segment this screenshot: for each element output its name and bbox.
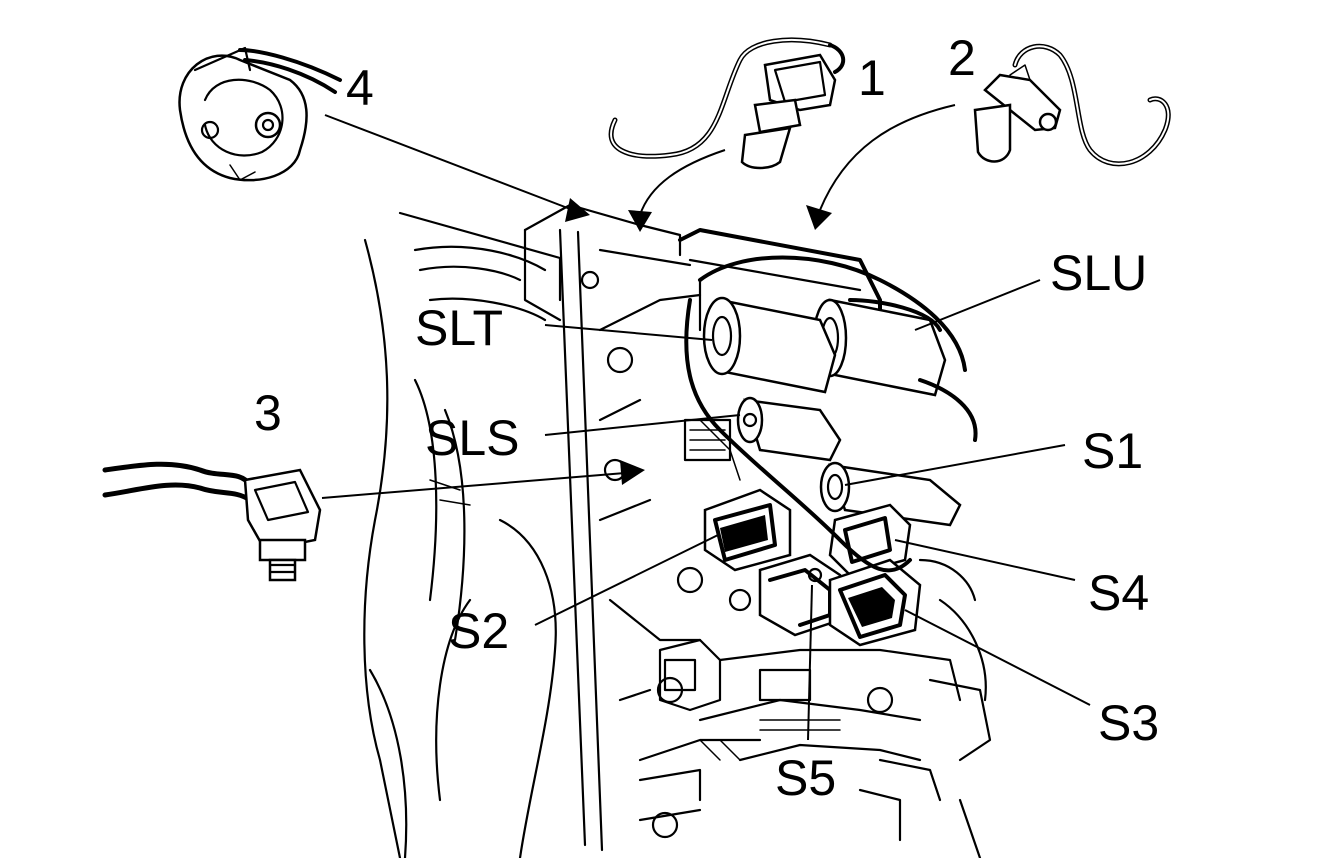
- label-slt: SLT: [415, 300, 503, 356]
- label-s1: S1: [1082, 423, 1143, 479]
- label-s3: S3: [1098, 695, 1159, 751]
- part-3-sensor: [102, 461, 322, 582]
- label-s4: S4: [1088, 565, 1149, 621]
- label-1: 1: [858, 50, 886, 106]
- label-s2: S2: [448, 603, 509, 659]
- label-sls: SLS: [425, 410, 520, 466]
- label-slu: SLU: [1050, 245, 1147, 301]
- part-1-sensor: [608, 37, 846, 170]
- part-2-sensor: [973, 43, 1171, 167]
- part-4-switch: [178, 46, 342, 182]
- label-3: 3: [254, 385, 282, 441]
- solenoid-assembly: [678, 228, 978, 647]
- label-2: 2: [948, 30, 976, 86]
- label-4: 4: [346, 60, 374, 116]
- label-s5: S5: [775, 750, 836, 806]
- labels: 1 2 3 4 SLU SLT SLS S1 S2 S3 S4 S5: [254, 30, 1159, 806]
- leader-lines: [321, 104, 1091, 741]
